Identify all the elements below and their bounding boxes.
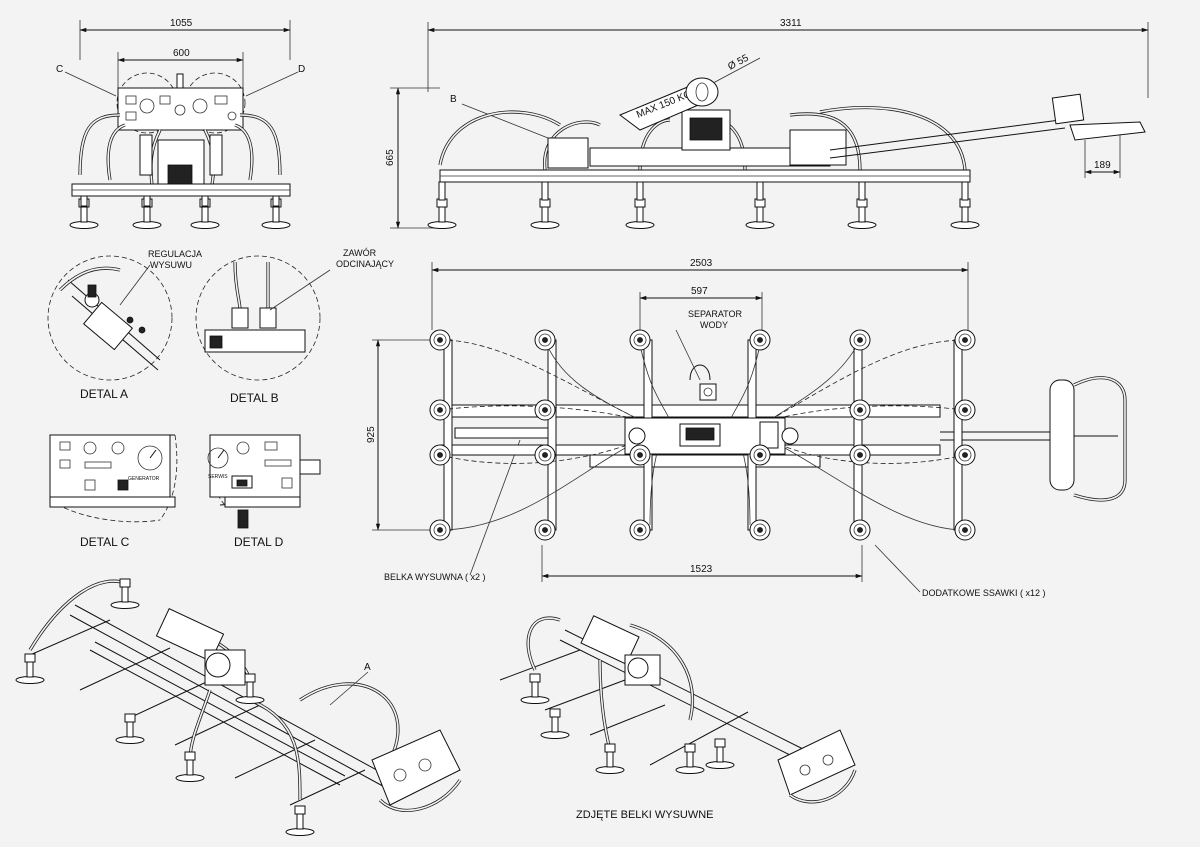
callout-zawor-2: ODCINAJĄCY — [336, 259, 394, 269]
front-view — [64, 20, 299, 229]
iso-view-extended — [15, 578, 462, 836]
panel-serwis-text: SERWIS — [208, 474, 228, 480]
detail-d-title: DETAL D — [234, 535, 284, 549]
dim-top-length: 2503 — [690, 258, 713, 269]
callout-separator-1: SEPARATOR — [688, 309, 743, 319]
dim-top-inner: 597 — [691, 286, 708, 297]
top-view — [372, 262, 1127, 593]
detail-b-title: DETAL B — [230, 391, 279, 405]
dim-front-inner: 600 — [173, 48, 190, 59]
dimension-labels: 1055 600 3311 665 Ø 55 189 2503 597 925 … — [170, 18, 1111, 575]
callout-zawor-1: ZAWÓR — [343, 248, 377, 258]
iso-view-retracted — [499, 615, 857, 804]
dim-handle-offset: 189 — [1094, 160, 1111, 171]
callout-ssawki: DODATKOWE SSAWKI ( x12 ) — [922, 588, 1046, 598]
panel-generator-text: GENERATOR — [128, 476, 160, 482]
dim-top-bottom: 1523 — [690, 564, 713, 575]
callout-b: B — [450, 94, 457, 105]
detail-a — [47, 255, 173, 381]
dim-top-height: 925 — [366, 426, 377, 443]
callout-a: A — [364, 662, 371, 673]
callout-separator-2: WODY — [700, 320, 728, 330]
detail-c: GENERATOR — [49, 434, 178, 523]
side-view: MAX 150 KG — [390, 22, 1149, 229]
detail-c-title: DETAL C — [80, 535, 130, 549]
callout-c: C — [56, 64, 63, 75]
dim-side-height: 665 — [385, 149, 396, 166]
callout-labels: C D B A REGULACJA WYSUWU ZAWÓR ODCINAJĄC… — [56, 64, 1046, 673]
callout-d: D — [298, 64, 305, 75]
detail-a-title: DETAL A — [80, 387, 128, 401]
caption-retracted: ZDJĘTE BELKI WYSUWNE — [576, 809, 714, 821]
detail-d: SERWIS — [207, 434, 321, 529]
detail-titles: DETAL A DETAL B DETAL C DETAL D ZDJĘTE B… — [80, 387, 714, 821]
callout-regulacja-2: WYSUWU — [150, 260, 192, 270]
detail-b — [195, 255, 331, 381]
dim-side-length: 3311 — [780, 18, 802, 29]
dim-front-width: 1055 — [170, 18, 193, 29]
callout-regulacja-1: REGULACJA — [148, 249, 202, 259]
callout-belka: BELKA WYSUWNA ( x2 ) — [384, 572, 486, 582]
